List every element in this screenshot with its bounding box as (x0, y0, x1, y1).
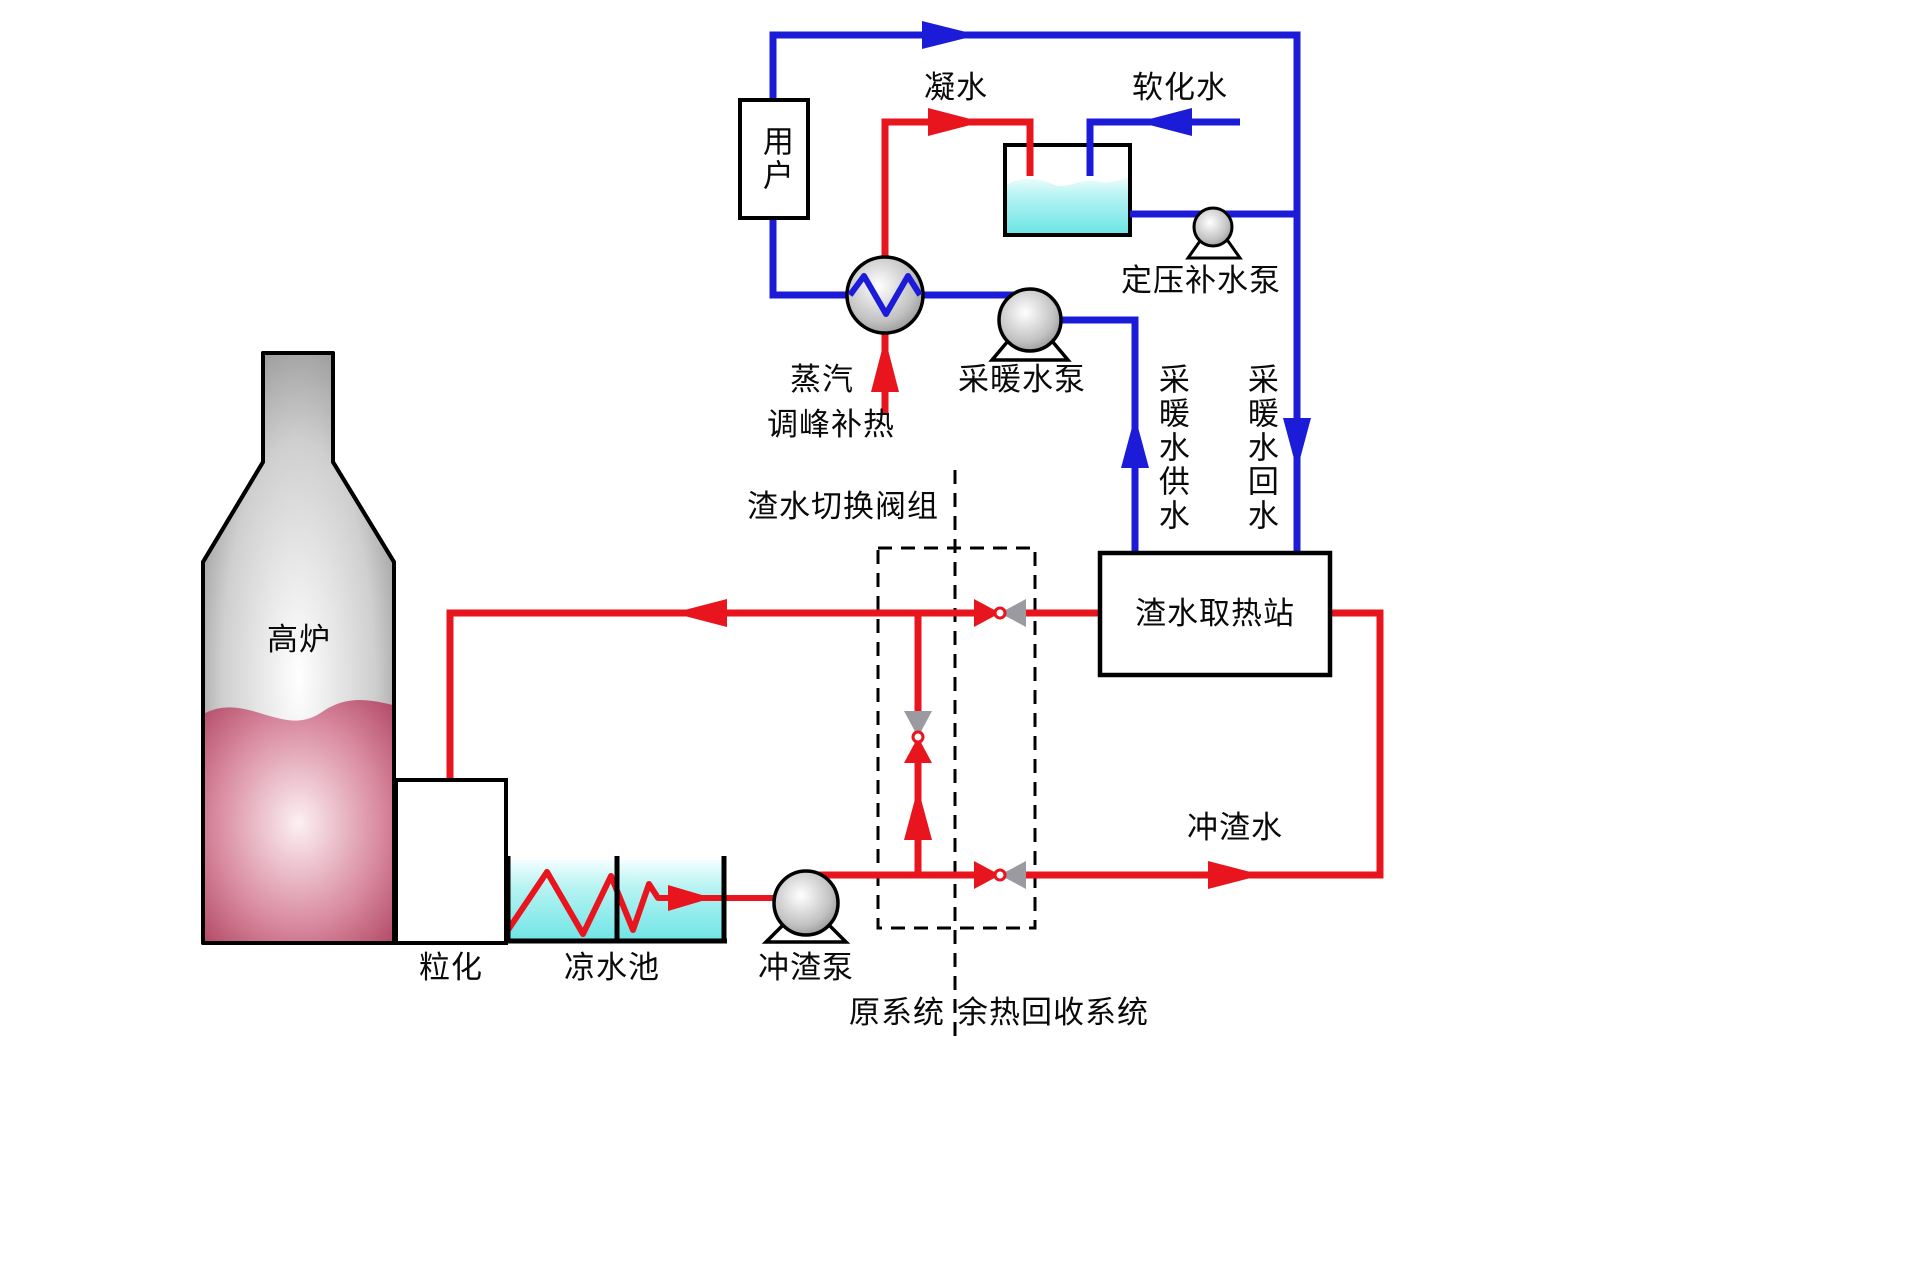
valve-middle-top-half (904, 711, 932, 737)
valve-top-left-half (974, 599, 1000, 627)
arrow-steam-up-icon (871, 338, 899, 392)
valve-bottom-dot (993, 868, 1007, 882)
label-condensate: 凝水 (924, 70, 988, 107)
label-heating-pump: 采暖水泵 (958, 362, 1086, 399)
heating-pump-icon (988, 287, 1072, 362)
valve-middle-icon (904, 711, 932, 763)
makeup-tank (1003, 143, 1132, 237)
slag-pump-body (772, 869, 840, 937)
arrow-supply-up-icon (1121, 416, 1149, 468)
arrow-condensate-icon (928, 108, 982, 136)
label-recovery-system: 余热回收系统 (957, 995, 1149, 1032)
arrow-return-down-icon (1283, 418, 1311, 470)
pipe-slag-supply (806, 609, 1384, 879)
label-original-system: 原系统 (849, 995, 945, 1032)
label-cooling-pool: 凉水池 (564, 950, 660, 987)
heat-exchanger-icon (845, 255, 925, 335)
pipe-pool-zigzag (505, 869, 800, 937)
arrow-slag-return-left-icon (673, 599, 727, 627)
makeup-tank-water (1005, 176, 1130, 233)
valve-top-right-half (1000, 599, 1026, 627)
pipe-heating-return (769, 31, 1301, 553)
arrow-softened-water-icon (1138, 108, 1192, 136)
label-peak-reheating: 调峰补热 (767, 407, 895, 444)
label-blast-furnace: 高炉 (267, 622, 331, 659)
heat-exchanger-body (845, 255, 925, 335)
valve-bottom-right-half (1000, 861, 1026, 889)
makeup-pump-body (1192, 206, 1234, 248)
user-box (738, 98, 810, 220)
valve-bottom-left-half (974, 861, 1000, 889)
label-slag-water: 冲渣水 (1187, 810, 1283, 847)
slag-pump-icon (761, 869, 851, 944)
heating-pump-body (997, 287, 1063, 353)
makeup-pump-icon (1185, 206, 1243, 260)
heat-station-box (1097, 550, 1333, 678)
label-heating-return: 采暖水回水 (1241, 363, 1278, 533)
valve-middle-bottom-half (904, 737, 932, 763)
arrow-bypass-up-icon (904, 788, 932, 840)
arrow-slag-supply-right-icon (1208, 861, 1262, 889)
label-slag-pump: 冲渣泵 (758, 950, 854, 987)
label-granulation: 粒化 (419, 950, 483, 987)
valve-middle-dot (911, 730, 925, 744)
label-valve-group: 渣水切换阀组 (747, 489, 939, 526)
label-heating-supply: 采暖水供水 (1152, 363, 1189, 533)
arrow-heating-return-top-icon (922, 21, 978, 49)
granulator-box (394, 778, 508, 945)
blast-furnace-melt (203, 700, 394, 943)
valve-bottom-icon (974, 861, 1026, 889)
label-softened-water: 软化水 (1132, 70, 1228, 107)
label-makeup-pump: 定压补水泵 (1121, 263, 1281, 300)
label-steam: 蒸汽 (790, 362, 854, 399)
valve-top-icon (974, 599, 1026, 627)
pipe-slag-return (446, 609, 1100, 780)
arrow-pool-out-icon (668, 885, 712, 911)
label-user: 用户 (756, 125, 793, 193)
valve-top-dot (993, 606, 1007, 620)
label-heat-station: 渣水取热站 (1135, 596, 1295, 633)
heat-exchanger-coil (847, 273, 923, 317)
pipe-softened-water (1086, 118, 1240, 176)
